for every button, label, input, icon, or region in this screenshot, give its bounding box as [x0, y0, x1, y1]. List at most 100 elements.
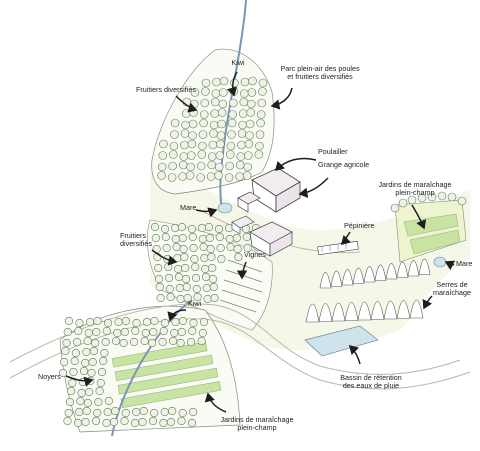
tree [172, 242, 181, 252]
north-orchard-trees [157, 76, 268, 182]
tree [131, 326, 140, 336]
house-building [249, 221, 293, 257]
tree [187, 224, 197, 234]
tree [247, 99, 256, 109]
tree [225, 234, 234, 244]
tree [232, 233, 241, 243]
greenhouse-tunnel [330, 270, 343, 287]
tree [178, 172, 187, 181]
arrow-fruitiers-north [175, 95, 198, 113]
tree [168, 161, 177, 171]
tree [210, 109, 219, 118]
tree [180, 140, 189, 150]
tree [138, 417, 147, 427]
greenhouse-tunnel [341, 269, 354, 286]
arrow-noyers [65, 375, 94, 387]
tree [188, 326, 197, 336]
tree [148, 338, 157, 348]
label-pepiniere: Pépinière [344, 221, 375, 230]
greenhouse-tunnel [374, 264, 387, 281]
tree [209, 129, 218, 138]
tree [240, 77, 250, 87]
tree [185, 171, 195, 180]
tree [148, 416, 158, 426]
tree [189, 318, 198, 328]
tree [219, 88, 228, 97]
tree [190, 254, 199, 264]
tree [78, 377, 87, 387]
label-noyers: Noyers [38, 372, 61, 381]
tree [224, 223, 234, 233]
tree [215, 232, 224, 242]
label-fruitiers-north: Fruitiers diversifiés [136, 85, 196, 94]
tree [204, 222, 214, 232]
label-grange: Grange agricole [318, 160, 370, 169]
tree [239, 97, 249, 107]
tree [215, 151, 225, 160]
tree [159, 326, 168, 336]
tree [234, 252, 243, 262]
tree [228, 110, 237, 119]
tree [159, 418, 168, 428]
tree [227, 130, 236, 139]
tree [84, 387, 94, 397]
tree [174, 272, 184, 282]
tree [170, 328, 179, 338]
label-mare-east: Mare [456, 259, 473, 268]
tree [192, 284, 201, 294]
tree [201, 272, 211, 282]
label-kiwi-north: Kiwi [231, 58, 245, 67]
tree [113, 328, 122, 338]
grange-building [251, 167, 301, 213]
tree [109, 417, 119, 427]
tree [103, 407, 112, 417]
tree [164, 262, 173, 272]
tree [237, 129, 247, 138]
tree [245, 119, 255, 129]
tree [201, 78, 211, 88]
tree [202, 283, 211, 293]
greenhouse-tunnel [318, 303, 333, 322]
tree [139, 406, 148, 416]
arrow-kiwi-south [167, 309, 187, 322]
tree [247, 88, 257, 97]
tree [160, 407, 169, 417]
tree [140, 336, 149, 346]
tree [141, 328, 150, 338]
tree [156, 293, 165, 303]
tree [65, 397, 74, 407]
tree [79, 366, 89, 376]
tree [167, 173, 177, 182]
tree [246, 108, 255, 117]
tree [174, 264, 183, 274]
tree [198, 234, 207, 244]
tree [196, 173, 205, 182]
north-east-hedge [390, 191, 467, 213]
south-orchard-trees [58, 316, 209, 428]
north-east-garden [394, 199, 467, 263]
arrow-bassin [348, 344, 361, 365]
tree [190, 88, 200, 97]
tree [181, 109, 191, 118]
tree [166, 292, 175, 302]
tree [176, 338, 185, 348]
tree [216, 139, 225, 149]
tree [97, 367, 107, 377]
greenhouse-tunnel [396, 261, 409, 278]
tree [210, 293, 219, 303]
tree [187, 151, 196, 160]
tree [200, 253, 209, 263]
greenhouse-tunnel [331, 302, 346, 322]
tree [58, 368, 68, 378]
tree [256, 110, 266, 119]
tree [201, 87, 210, 96]
tree [68, 378, 77, 388]
tree [199, 118, 208, 128]
tree [160, 318, 170, 328]
tree [219, 76, 229, 86]
tree [214, 162, 224, 172]
tree [158, 151, 168, 160]
greenhouse-tunnel [418, 258, 431, 275]
tree [102, 418, 111, 428]
